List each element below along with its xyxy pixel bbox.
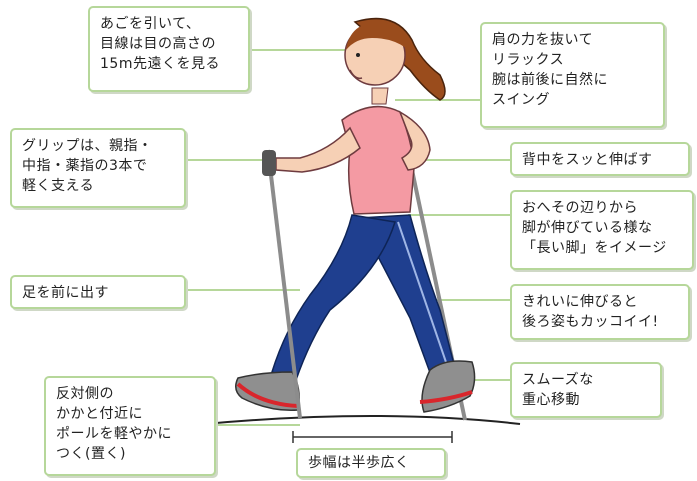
label-posture: きれいに伸びると 後ろ姿もカッコイイ! — [510, 284, 690, 340]
pole-grip — [262, 150, 276, 176]
label-weight: スムーズな 重心移動 — [510, 362, 662, 418]
front-pole — [266, 149, 302, 419]
back-arm — [398, 110, 431, 171]
label-chin: あごを引いて、 目線は目の高さの 15m先遠くを見る — [88, 6, 250, 92]
label-back: 背中をスッと伸ばす — [510, 142, 690, 176]
head — [344, 17, 446, 105]
label-shoulders: 肩の力を抜いて リラックス 腕は前後に自然に スイング — [480, 22, 665, 128]
stride-measure — [292, 431, 453, 443]
label-pole: 反対側の かかと付近に ポールを軽やかに つく(置く) — [44, 376, 216, 476]
front-arm — [275, 126, 361, 173]
front-leg — [271, 214, 396, 381]
label-foot-forward: 足を前に出す — [10, 275, 186, 309]
label-stride: 歩幅は半歩広く — [296, 448, 446, 478]
label-grip: グリップは、親指・ 中指・薬指の3本で 軽く支える — [10, 128, 186, 208]
ground-line — [204, 415, 521, 425]
label-navel: おへその辺りから 脚が伸びている様な 「長い脚」をイメージ — [510, 190, 694, 270]
